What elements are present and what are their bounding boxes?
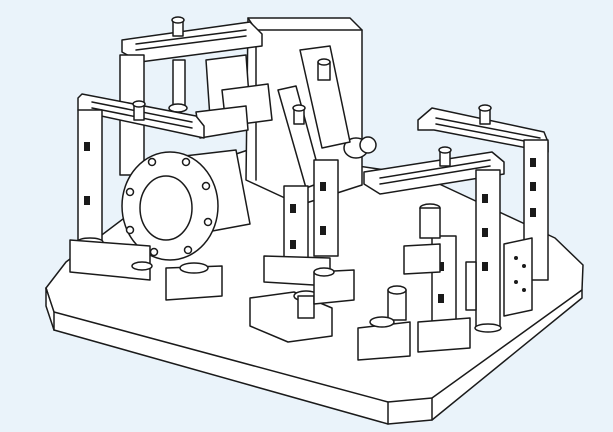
clamp-arm-far-right xyxy=(417,104,549,281)
support-blocks-right xyxy=(357,203,533,361)
support-blocks-left xyxy=(69,239,223,301)
pipe-flange xyxy=(121,149,251,261)
clamp-arm-front-left xyxy=(76,93,205,247)
support-blocks-center xyxy=(249,255,355,343)
clamp-arm-right-center xyxy=(363,146,505,333)
